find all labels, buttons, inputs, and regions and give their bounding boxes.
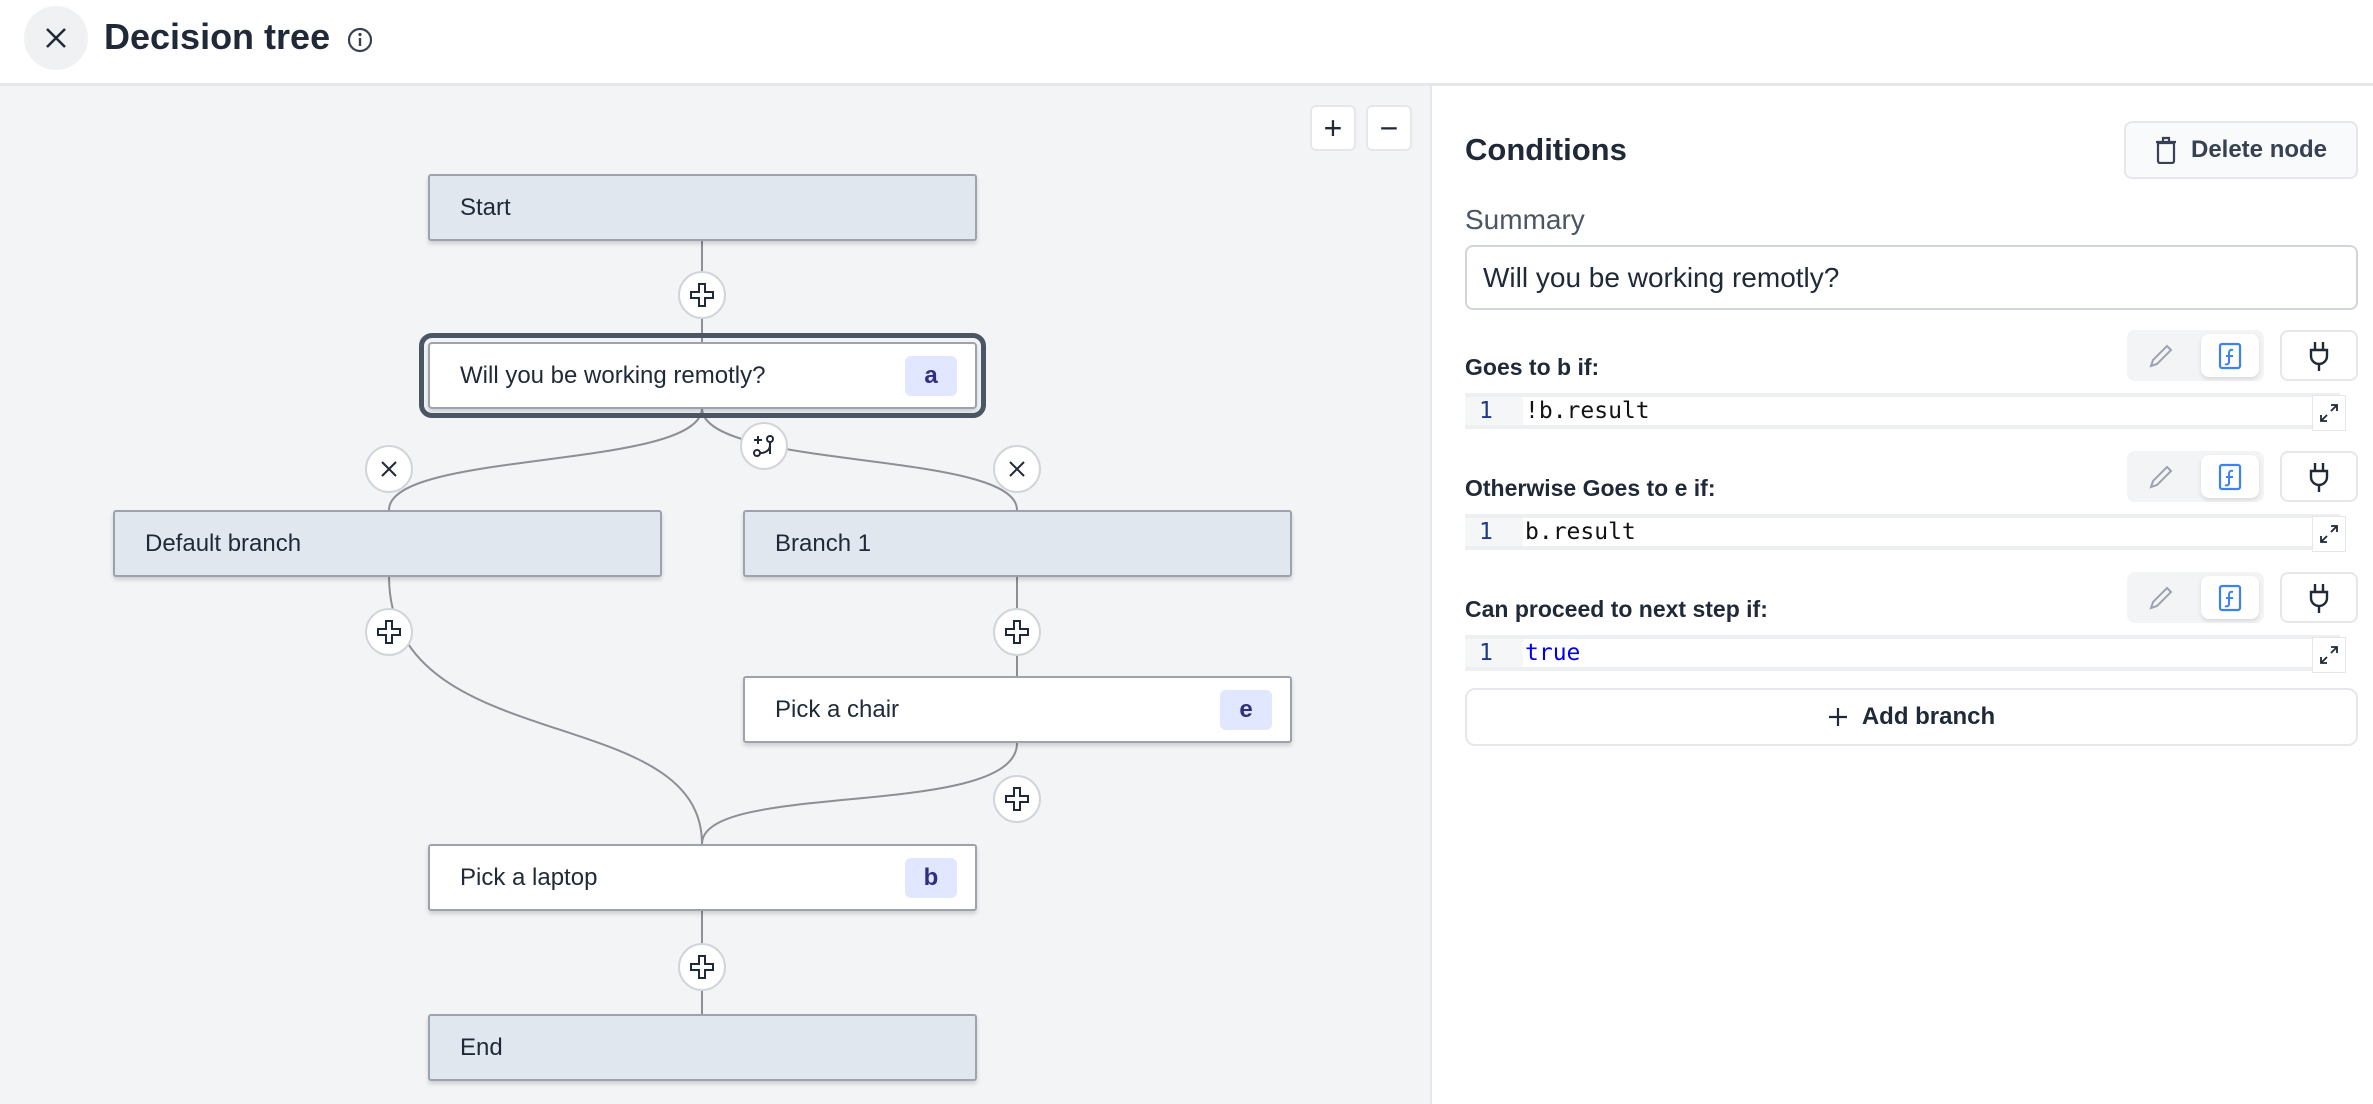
node-pick-chair[interactable]: Pick a chair e bbox=[743, 676, 1292, 743]
node-label: Start bbox=[460, 193, 511, 221]
expand-button[interactable] bbox=[2312, 637, 2346, 673]
delete-node-label: Delete node bbox=[2190, 136, 2328, 163]
add-step-button[interactable] bbox=[993, 608, 1041, 656]
condition-label: Can proceed to next step if: bbox=[1465, 596, 1768, 622]
summary-input[interactable] bbox=[1465, 245, 2358, 310]
add-branch-node-button[interactable] bbox=[740, 422, 788, 470]
line-number: 1 bbox=[1465, 639, 1523, 667]
code-text[interactable]: !b.result bbox=[1523, 397, 2340, 425]
function-icon bbox=[2218, 342, 2242, 369]
edge-question-default bbox=[388, 407, 703, 511]
panel-title: Conditions bbox=[1465, 132, 1627, 167]
formula-mode-button[interactable] bbox=[2201, 455, 2259, 498]
close-icon bbox=[1009, 461, 1025, 477]
plus-outline-icon bbox=[690, 283, 714, 307]
header bbox=[0, 0, 2373, 86]
node-badge: a bbox=[905, 355, 957, 396]
add-step-button[interactable] bbox=[678, 271, 726, 319]
close-button[interactable] bbox=[24, 6, 88, 70]
plug-icon bbox=[2309, 583, 2329, 613]
expand-icon bbox=[2320, 404, 2338, 422]
add-step-button[interactable] bbox=[993, 775, 1041, 823]
code-editor[interactable]: 1 b.result bbox=[1465, 514, 2346, 552]
function-icon bbox=[2218, 463, 2242, 490]
node-label: End bbox=[460, 1033, 503, 1061]
connect-button[interactable] bbox=[2280, 572, 2358, 623]
add-branch-label: Add branch bbox=[1861, 703, 1996, 730]
mode-toggle bbox=[2127, 572, 2264, 623]
summary-label: Summary bbox=[1465, 204, 1585, 235]
mode-toggle bbox=[2127, 330, 2264, 381]
node-badge: b bbox=[905, 857, 957, 898]
pencil-icon bbox=[2149, 586, 2173, 610]
plus-outline-icon bbox=[377, 620, 401, 644]
connect-button[interactable] bbox=[2280, 451, 2358, 502]
function-icon bbox=[2218, 584, 2242, 611]
formula-mode-button[interactable] bbox=[2201, 576, 2259, 619]
pencil-icon bbox=[2149, 465, 2173, 489]
node-default-branch[interactable]: Default branch bbox=[113, 510, 662, 577]
close-icon bbox=[381, 461, 397, 477]
expand-button[interactable] bbox=[2312, 395, 2346, 431]
expand-icon bbox=[2320, 646, 2338, 664]
text-mode-button[interactable] bbox=[2133, 457, 2189, 496]
git-branch-plus-icon bbox=[753, 435, 774, 457]
page-title: Decision tree bbox=[104, 16, 331, 57]
line-number: 1 bbox=[1465, 518, 1523, 546]
add-step-button[interactable] bbox=[678, 943, 726, 991]
trash-icon bbox=[2155, 136, 2176, 164]
edge-question-branch1 bbox=[701, 407, 1018, 511]
node-branch-1[interactable]: Branch 1 bbox=[743, 510, 1292, 577]
plus-outline-icon bbox=[1005, 620, 1029, 644]
node-end[interactable]: End bbox=[428, 1014, 977, 1081]
condition-label: Goes to b if: bbox=[1465, 354, 1600, 380]
plug-icon bbox=[2309, 462, 2329, 492]
connect-button[interactable] bbox=[2280, 330, 2358, 381]
zoom-in-button[interactable]: + bbox=[1310, 105, 1356, 151]
node-label: Default branch bbox=[145, 529, 302, 557]
delete-node-button[interactable]: Delete node bbox=[2124, 121, 2358, 179]
info-icon[interactable] bbox=[346, 26, 374, 54]
line-number: 1 bbox=[1465, 397, 1523, 425]
plus-outline-icon bbox=[1005, 787, 1029, 811]
code-editor[interactable]: 1 !b.result bbox=[1465, 393, 2346, 431]
text-mode-button[interactable] bbox=[2133, 578, 2189, 617]
flow-canvas[interactable] bbox=[0, 86, 1432, 1104]
plus-icon bbox=[1828, 708, 1847, 726]
code-text[interactable]: b.result bbox=[1523, 518, 2340, 546]
node-label: Pick a chair bbox=[775, 695, 900, 723]
pencil-icon bbox=[2149, 344, 2173, 368]
edge-chair-laptop bbox=[701, 742, 1018, 845]
code-text[interactable]: true bbox=[1523, 639, 2340, 667]
node-question[interactable]: Will you be working remotly? a bbox=[419, 333, 986, 418]
plus-icon: + bbox=[1323, 109, 1343, 146]
code-editor[interactable]: 1 true bbox=[1465, 635, 2346, 673]
minus-icon: − bbox=[1379, 109, 1399, 146]
mode-toggle bbox=[2127, 451, 2264, 502]
add-branch-button[interactable]: Add branch bbox=[1465, 688, 2358, 746]
text-mode-button[interactable] bbox=[2133, 336, 2189, 375]
node-label: Pick a laptop bbox=[460, 863, 598, 891]
plus-outline-icon bbox=[690, 955, 714, 979]
plug-icon bbox=[2309, 341, 2329, 371]
edge-default-laptop bbox=[388, 575, 703, 845]
formula-mode-button[interactable] bbox=[2201, 334, 2259, 377]
remove-branch-button[interactable] bbox=[993, 445, 1041, 493]
node-pick-laptop[interactable]: Pick a laptop b bbox=[428, 844, 977, 911]
node-label: Branch 1 bbox=[775, 529, 872, 557]
expand-icon bbox=[2320, 525, 2338, 543]
condition-label: Otherwise Goes to e if: bbox=[1465, 475, 1716, 501]
zoom-out-button[interactable]: − bbox=[1366, 105, 1412, 151]
remove-branch-button[interactable] bbox=[365, 445, 413, 493]
node-start[interactable]: Start bbox=[428, 174, 977, 241]
node-badge: e bbox=[1220, 689, 1272, 730]
close-icon bbox=[46, 28, 66, 48]
expand-button[interactable] bbox=[2312, 516, 2346, 552]
node-label: Will you be working remotly? bbox=[460, 361, 766, 389]
add-step-button[interactable] bbox=[365, 608, 413, 656]
